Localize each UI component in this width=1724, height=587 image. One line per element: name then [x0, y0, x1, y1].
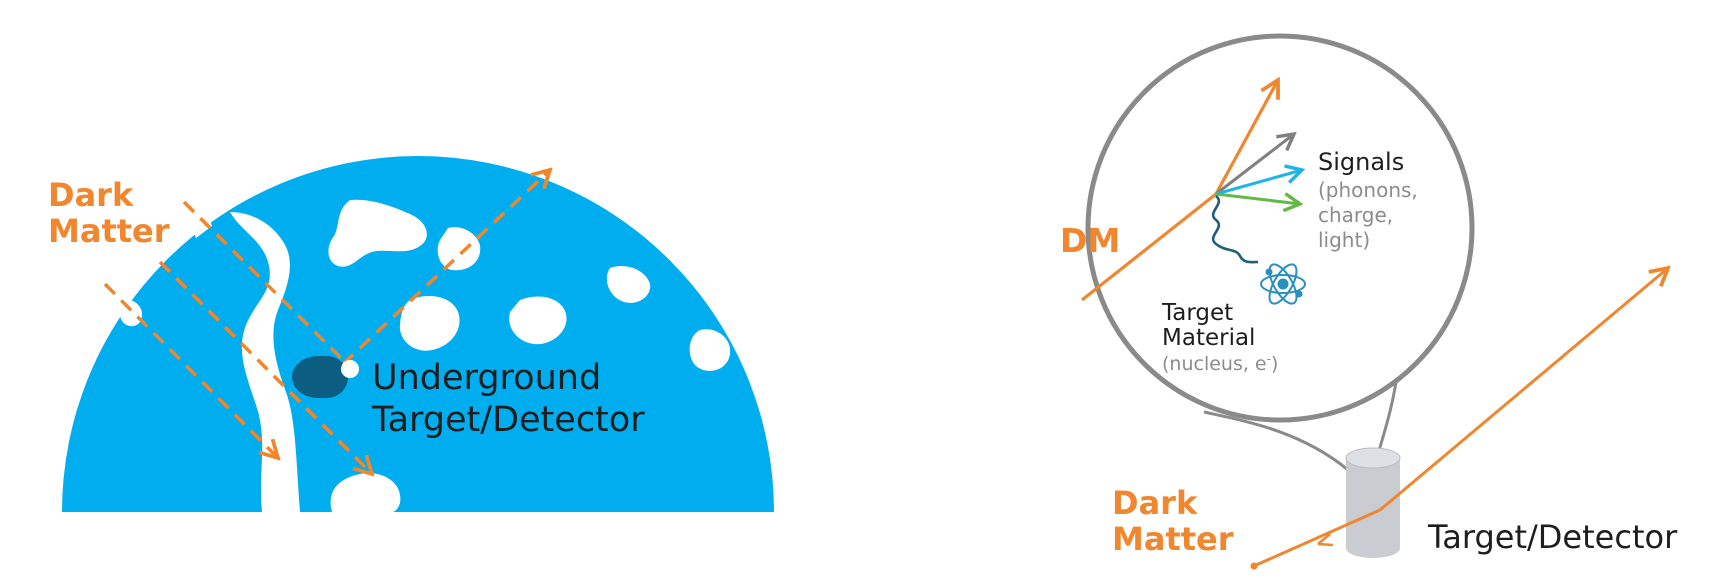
dm-track: [1081, 80, 1278, 302]
dark-matter-track-right: [1253, 268, 1668, 568]
dark-matter-dashed-arrows: [103, 170, 550, 474]
signal-arrow-blue: [1215, 170, 1302, 196]
dm-label: DM: [1060, 221, 1120, 260]
right-panel: DM Signals (phonons, charge, light) Targ…: [1060, 33, 1678, 570]
dark-matter-arrow-3-out: [341, 170, 550, 366]
dark-matter-arrow-2: [158, 260, 372, 474]
dark-matter-label-line2: Matter: [48, 212, 170, 250]
signals-line-1: (phonons,: [1318, 178, 1418, 202]
magnifier-circle: [1085, 33, 1475, 423]
target-material-line-2: Material: [1162, 325, 1255, 351]
dark-matter-label-line1: Dark: [48, 176, 134, 214]
signals-line-3: light): [1318, 228, 1370, 252]
signal-arrow-green: [1215, 194, 1300, 204]
signals-title: Signals: [1318, 148, 1404, 176]
dark-matter-arrow-1: [103, 282, 278, 458]
detector-cylinder: [1345, 447, 1401, 558]
dark-matter-incoming: [1253, 508, 1381, 568]
left-panel: Dark Matter Underground Target/Detector: [48, 156, 774, 512]
dark-matter-arrow-3-in: [182, 200, 345, 362]
target-material-line-1: Target: [1161, 300, 1233, 326]
dark-matter-label-right-line2: Matter: [1112, 520, 1234, 558]
underground-label: Underground: [372, 358, 601, 398]
dark-matter-incoming-arrowhead: [1317, 533, 1334, 547]
target-material-line-3: (nucleus, e-): [1162, 352, 1278, 375]
signals-line-2: charge,: [1318, 203, 1393, 227]
dm-incoming-line: [1081, 192, 1217, 302]
earth-hemisphere: [62, 156, 774, 512]
target-detector-label-right: Target/Detector: [1427, 518, 1678, 556]
dark-matter-origin-dot: [1250, 562, 1258, 570]
atom-icon: [1260, 263, 1306, 305]
signal-arrow-grey: [1215, 134, 1294, 196]
underground-detector-marker: [292, 356, 359, 398]
dark-matter-label-right-line1: Dark: [1112, 484, 1198, 522]
dm-outgoing-arrow: [1214, 80, 1278, 195]
dark-matter-outgoing-arrow: [1379, 268, 1668, 512]
phonon-wave: [1211, 194, 1259, 264]
target-detector-label-left: Target/Detector: [371, 400, 645, 440]
